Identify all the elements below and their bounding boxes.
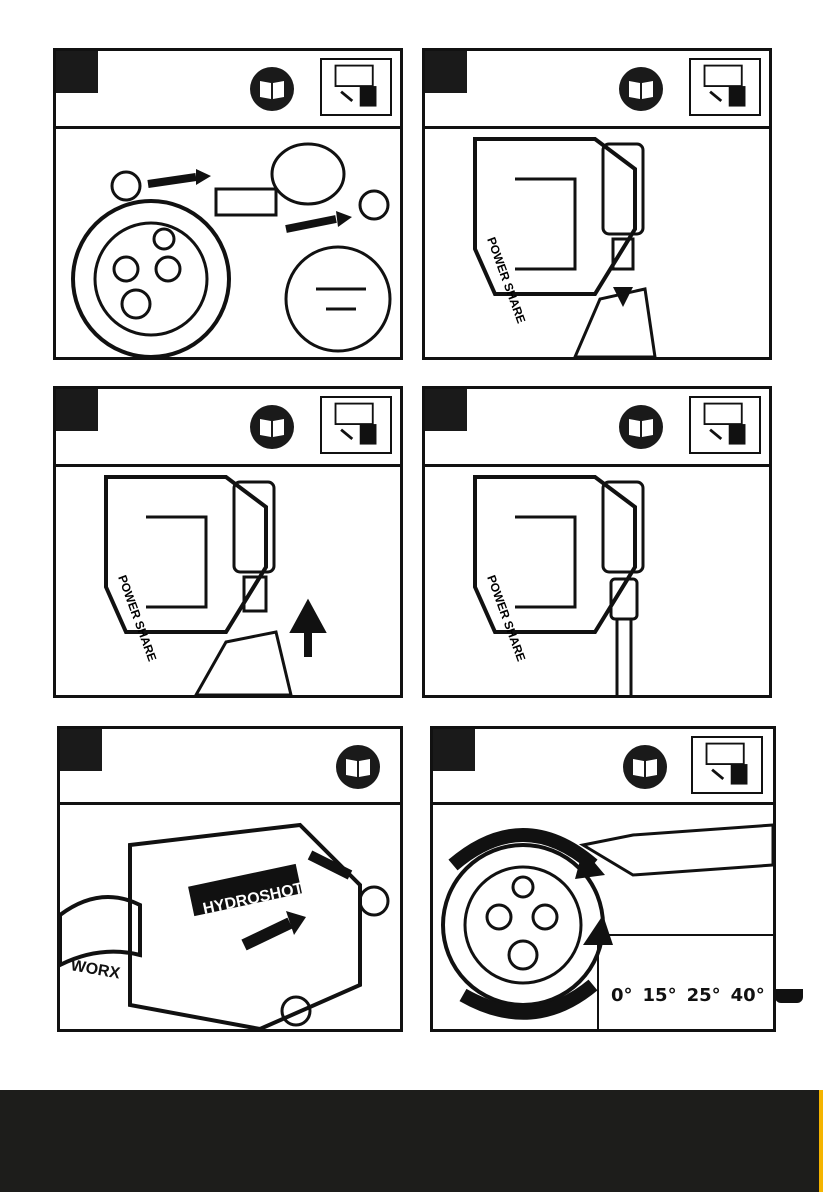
panel-4-header [425, 389, 769, 467]
footer-band [0, 1090, 823, 1192]
panel-2-header [425, 51, 769, 129]
battery-thumbnail-icon [689, 58, 761, 116]
panel-2: POWER SHARE [422, 48, 772, 360]
shower-spray-icon [775, 989, 803, 1003]
panel-3: POWER SHARE [53, 386, 403, 698]
battery-thumbnail-icon [691, 736, 763, 794]
step-number-block [425, 51, 467, 93]
book-icon [619, 405, 663, 449]
step-number-block [425, 389, 467, 431]
footer-accent-edge [819, 1090, 823, 1192]
spray-angle-40: 40° [731, 985, 765, 1006]
illustration-nozzle-attach [56, 129, 400, 357]
panel-5: HYDROSHOT WORX [57, 726, 403, 1032]
spray-angle-15: 15° [643, 985, 677, 1006]
spray-angle-labels: 0° 15° 25° 40° [611, 985, 803, 1006]
battery-thumbnail-icon [320, 58, 392, 116]
spray-angle-0: 0° [611, 985, 633, 1006]
battery-thumbnail-icon [689, 396, 761, 454]
book-icon [619, 67, 663, 111]
book-icon [250, 67, 294, 111]
panel-6-header [433, 729, 773, 805]
book-icon [623, 745, 667, 789]
book-icon [250, 405, 294, 449]
panel-3-header [56, 389, 400, 467]
step-number-block [433, 729, 475, 771]
panel-1-header [56, 51, 400, 129]
illustration-insert-connector: POWER SHARE [56, 467, 400, 695]
step-number-block [56, 389, 98, 431]
brand-worx: WORX [69, 957, 121, 982]
panel-5-header [60, 729, 400, 805]
spray-angle-25: 25° [687, 985, 721, 1006]
panel-4: POWER SHARE [422, 386, 772, 698]
illustration-remove-connector: POWER SHARE [425, 129, 769, 357]
panel-1 [53, 48, 403, 360]
battery-thumbnail-icon [320, 396, 392, 454]
illustration-hose-connected: POWER SHARE [425, 467, 769, 695]
illustration-battery-insert: HYDROSHOT WORX [60, 805, 400, 1029]
panel-6: 0° 15° 25° 40° [430, 726, 776, 1032]
step-number-block [56, 51, 98, 93]
step-number-block [60, 729, 102, 771]
book-icon [336, 745, 380, 789]
